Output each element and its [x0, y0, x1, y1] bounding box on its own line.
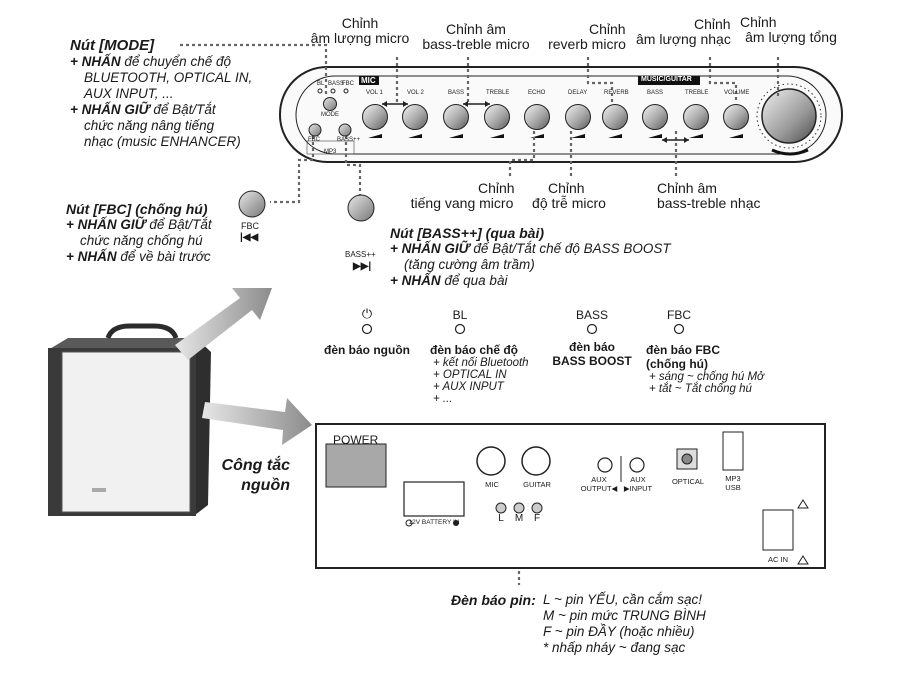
fbc-note-title: Nút [FBC] (chống hú)	[66, 201, 208, 217]
knob-label-music-bass: BASS	[647, 90, 664, 96]
top-control-panel	[279, 66, 843, 163]
knob-label-vol2: VOL 2	[407, 90, 424, 96]
indicator-leds	[361, 323, 685, 335]
bass-note: Nút [BASS++] (qua bài) + NHẤN GIỮ để Bật…	[390, 225, 671, 288]
speaker-illustration	[48, 323, 211, 516]
arrow-to-top-panel	[175, 288, 272, 360]
arrow-to-back-panel	[202, 398, 312, 445]
leader-lines	[180, 43, 780, 585]
mode-note: Nút [MODE] + NHẤN để chuyển chế độ BLUET…	[70, 37, 253, 149]
mode-note-title: Nút [MODE]	[70, 37, 155, 54]
mp3-small-label: MP3	[324, 149, 337, 155]
bass-button-large	[347, 194, 375, 222]
knob-label-echo: ECHO	[528, 90, 546, 96]
bl-indicator-symbol: BL	[452, 308, 468, 322]
bass-button-label: BASS++	[345, 250, 376, 259]
optical-label: OPTICAL	[671, 477, 705, 486]
battery-note-lines: L ~ pin YẾU, cần cắm sạc! M ~ pin mức TR…	[543, 592, 706, 655]
mic-section-tag: MIC	[361, 76, 376, 85]
bl-indicator-block: đèn báo chế độ + kết nối Bluetooth + OPT…	[430, 343, 529, 405]
aux-input-label: AUX▶INPUT	[623, 475, 653, 493]
knob-label-delay: DELAY	[568, 90, 588, 96]
knob-row	[362, 104, 749, 130]
battery-note-title: Đèn báo pin:	[451, 592, 536, 608]
battery-led-l: L	[498, 513, 504, 524]
knob-label-mic-bass: BASS	[448, 90, 465, 96]
fbc-indicator-block: đèn báo FBC (chống hú) + sáng ~ chống hú…	[646, 343, 764, 395]
fbc-button-label: FBC	[241, 221, 259, 231]
battery-led-m: M	[514, 513, 524, 524]
bass-indicator-symbol: BASS	[575, 308, 608, 322]
led-label-fbc: FBC	[342, 81, 354, 87]
previous-track-icon: |◀◀	[240, 232, 259, 243]
fbc-button-large	[238, 190, 266, 218]
knob-label-music-treble: TREBLE	[685, 90, 709, 96]
battery-led-f: F	[533, 513, 541, 524]
knob-label-vol1: VOL 1	[366, 90, 383, 96]
battery-input-label: 12V BATTERY IN	[408, 519, 460, 526]
guitar-jack-label: GUITAR	[523, 480, 551, 489]
music-section-tag: MUSIC/GUITAR	[641, 76, 692, 83]
knob-label-mic-treble: TREBLE	[486, 90, 510, 96]
knob-label-volume: VOLUME	[724, 90, 750, 96]
bass-note-title: Nút [BASS++] (qua bài)	[390, 225, 545, 241]
led-label-bl: BL	[317, 81, 325, 87]
mic-jack-label: MIC	[485, 480, 499, 489]
mode-button-label: MODE	[321, 112, 339, 118]
fbc-small-label: FBC	[308, 137, 320, 143]
power-indicator-title: đèn báo nguồn	[324, 343, 410, 357]
back-panel	[315, 423, 826, 569]
fbc-indicator-symbol: FBC	[667, 308, 691, 322]
power-switch-label: POWER	[333, 433, 379, 447]
knob-label-reverb: REVERB	[604, 90, 629, 96]
fbc-note: Nút [FBC] (chống hú) + NHẤN GIỮ để Bật/T…	[66, 201, 212, 264]
power-symbol-icon: ⏻	[361, 306, 373, 321]
led-label-bass: BASS	[328, 81, 345, 87]
bass-small-label: BASS++	[337, 137, 361, 143]
ac-in-label: AC IN	[767, 555, 788, 564]
next-track-icon: ▶▶|	[353, 261, 372, 272]
